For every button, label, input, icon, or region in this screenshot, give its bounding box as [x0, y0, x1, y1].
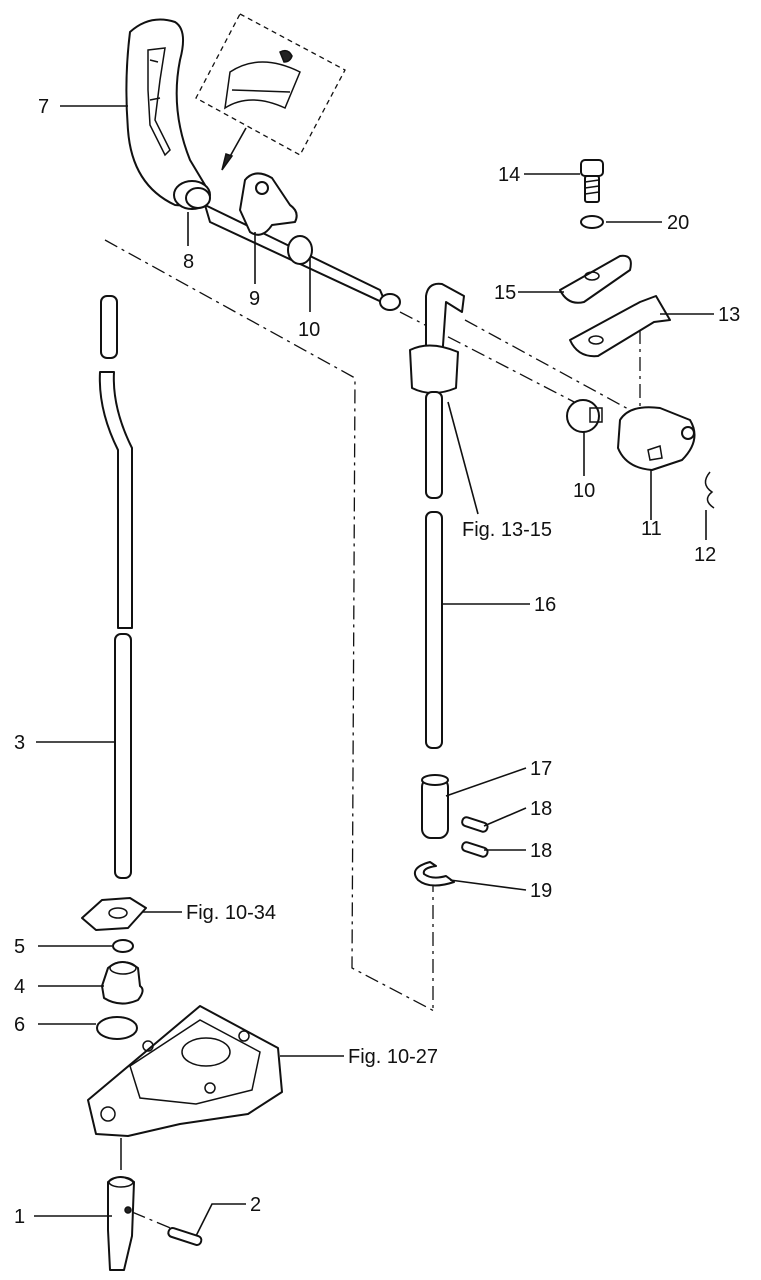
callout-1: 1 [14, 1206, 25, 1228]
inset-detail-box [195, 13, 346, 171]
shift-shaft-assembly [173, 172, 401, 311]
part-7-shift-lever [125, 18, 206, 207]
detent-parts [559, 159, 671, 358]
callout-18-lower: 18 [530, 840, 552, 862]
part-11-cam [617, 406, 696, 471]
callout-16: 16 [534, 594, 556, 616]
callout-11: 11 [641, 518, 662, 540]
callout-19: 19 [530, 880, 552, 902]
callout-13: 13 [718, 304, 740, 326]
fig-ref-13-15: Fig. 13-15 [462, 519, 552, 541]
part-10-collar [287, 235, 313, 265]
fig-ref-10-27: Fig. 10-27 [348, 1046, 438, 1068]
part-9-arm [239, 172, 298, 236]
part-1-rod-end [107, 1176, 135, 1271]
callout-10-cam: 10 [573, 480, 595, 502]
part-19-clip [414, 861, 455, 887]
callout-20: 20 [667, 212, 689, 234]
cam-assembly [566, 399, 715, 509]
callout-10-shaft: 10 [298, 319, 320, 341]
callout-17: 17 [530, 758, 552, 780]
callout-8: 8 [183, 251, 194, 273]
part-12-spring-pin [704, 471, 715, 509]
part-5-o-ring [112, 939, 134, 953]
part-13-spring-plate [569, 295, 671, 358]
shift-link-rod [409, 282, 465, 499]
part-10-bushing [566, 399, 600, 433]
callout-labels: 7 8 9 10 14 20 15 13 10 11 12 Fig. 13-15… [14, 96, 740, 1228]
part-20-washer [580, 215, 604, 229]
part-3-shift-rod [98, 295, 133, 879]
callout-2: 2 [250, 1194, 261, 1216]
lower-seal-parts [81, 897, 147, 1040]
callout-7: 7 [38, 96, 49, 118]
alignment-lines [104, 239, 641, 1013]
housing-cover [87, 1005, 283, 1137]
leader-lines [34, 105, 714, 1237]
part-2-pin [167, 1226, 203, 1246]
part-17-connector [421, 777, 449, 839]
callout-12: 12 [694, 544, 716, 566]
part-16-rod [425, 511, 443, 749]
callout-4: 4 [14, 976, 25, 998]
fig-ref-10-34: Fig. 10-34 [186, 902, 276, 924]
callout-3: 3 [14, 732, 25, 754]
callout-18-upper: 18 [530, 798, 552, 820]
part-6-o-ring [96, 1016, 138, 1040]
rod-connector-parts [414, 774, 489, 887]
callout-14: 14 [498, 164, 520, 186]
callout-15: 15 [494, 282, 516, 304]
part-14-bolt [580, 159, 604, 177]
lower-shift-rod [107, 1138, 203, 1271]
callout-5: 5 [14, 936, 25, 958]
callout-9: 9 [249, 288, 260, 310]
part-18-pin-a [461, 816, 489, 833]
part-18-pin-b [461, 841, 489, 858]
callout-6: 6 [14, 1014, 25, 1036]
grommet [409, 344, 459, 394]
gasket [81, 897, 147, 931]
